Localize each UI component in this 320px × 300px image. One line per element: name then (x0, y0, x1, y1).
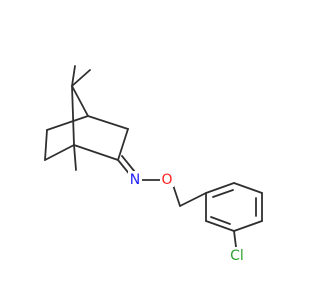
bond-bottom-bridgehead-to-oxime-carbon (73, 144, 119, 161)
bond-o-ch2 (172, 184, 181, 207)
bond-bridgehead-to-left-ring-top (46, 115, 89, 131)
bond-left-ring-bottom (44, 144, 75, 161)
n-label-bg (128, 171, 142, 187)
ring-inner-double-3 (210, 216, 231, 225)
ring-inner-double-1 (212, 189, 234, 198)
ring-bond-1 (205, 182, 235, 194)
ring-bond-4 (233, 220, 263, 232)
bond-ch2-to-oxime-carbon (117, 128, 129, 161)
ring-bond-2 (233, 182, 263, 194)
bond-double-c-n-b (121, 155, 136, 173)
bond-bridge-to-bridgehead-bottom (71, 85, 75, 146)
structure-diagram: N O Cl (44, 65, 263, 264)
bond-gem-methyl-right (71, 65, 76, 87)
bond-bottom-methyl (73, 144, 77, 171)
bond-left-ring-vertical (44, 129, 48, 161)
chlorophenyl-ring (205, 182, 263, 248)
bond-top-to-ch2 (87, 115, 129, 130)
ring-bond-5 (205, 220, 235, 232)
chlorine-atom-label: Cl (230, 248, 244, 264)
oxygen-atom-label: O (161, 172, 172, 188)
bicyclic-core (44, 65, 129, 171)
bond-bridge-top-left (71, 85, 89, 117)
o-label-bg (160, 171, 174, 187)
oxime-linker (117, 155, 207, 207)
molecule-svg: N O Cl (44, 65, 263, 264)
nitrogen-atom-label: N (130, 172, 140, 188)
bond-ring-to-cl (233, 230, 237, 248)
cl-label-bg (226, 247, 248, 264)
bond-ch2-to-aryl (179, 192, 207, 207)
bond-gem-methyl-left (71, 69, 91, 87)
